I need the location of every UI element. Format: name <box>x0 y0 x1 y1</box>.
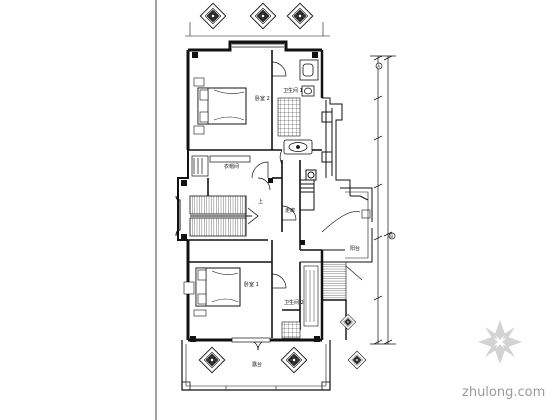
bathroom-1-fixtures <box>283 59 319 155</box>
planter-icon-side-2 <box>347 350 367 370</box>
structural-columns <box>181 52 320 342</box>
bathroom-1-label: 卫生间 1 <box>283 87 303 94</box>
bathroom-2-tile-floor <box>281 321 301 339</box>
planter-icon-bottom-1 <box>198 346 226 374</box>
terrace-stair <box>300 261 363 340</box>
stair-label: 上 <box>258 198 263 205</box>
dimension-marker-b: B <box>388 232 396 240</box>
bedroom-2-label: 卧室 2 <box>255 95 270 102</box>
upper-doors <box>257 61 297 221</box>
closet-fixtures <box>191 155 269 179</box>
dimension-marker-a: A <box>375 62 383 70</box>
east-window-bay <box>299 97 369 211</box>
dimension-marker-b-label: B <box>390 234 393 239</box>
upper-bed <box>193 77 247 135</box>
dimension-lines <box>370 55 396 345</box>
planter-icon-top-2 <box>249 2 277 30</box>
corridor-label: 走廊 <box>285 207 295 214</box>
watermark-logo-icon <box>478 320 522 364</box>
balcony-outline <box>321 187 373 263</box>
lower-bed <box>183 267 241 317</box>
lower-doors <box>231 273 287 351</box>
watermark-text: zhulong.com <box>462 385 545 400</box>
bathroom-2-label: 卫生间 2 <box>284 299 304 306</box>
bedroom-1-label: 卧室 1 <box>244 281 259 288</box>
balcony-label: 阳台 <box>350 245 360 252</box>
planter-icon-top-1 <box>199 2 227 30</box>
bathroom-1-tile-floor <box>277 97 301 137</box>
top-dimension-stubs <box>185 22 330 37</box>
planter-icon-side-1 <box>340 314 356 330</box>
lower-terrace <box>181 340 331 391</box>
dimension-marker-a-label: A <box>377 64 380 69</box>
main-staircase <box>175 195 259 237</box>
planter-icon-bottom-2 <box>280 346 308 374</box>
planter-icon-top-3 <box>286 2 314 30</box>
closet-label: 衣帽间 <box>224 163 239 170</box>
terrace-label: 露台 <box>252 361 262 368</box>
